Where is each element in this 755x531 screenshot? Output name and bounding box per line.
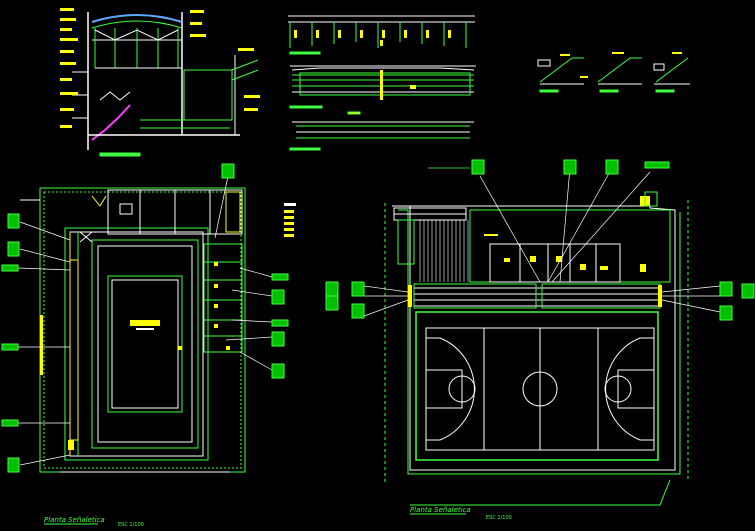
stand-elevation-views <box>288 15 476 151</box>
right-plan-tag-boxes <box>325 159 755 321</box>
right-plan-scale: ESC 1/100 <box>486 515 512 521</box>
left-plan-center-label <box>130 320 160 330</box>
right-plan-title: Planta Señaletica <box>410 506 471 514</box>
right-plan-outline <box>384 196 689 506</box>
basketball-court <box>415 311 659 461</box>
left-plan-outline <box>20 187 246 473</box>
left-plan-tag-boxes <box>1 163 289 473</box>
left-plan-callouts <box>17 175 273 466</box>
left-plan-scale: ESC 1/100 <box>118 522 144 528</box>
left-plan-title: Planta Señaletica <box>44 516 105 524</box>
right-plan-callouts <box>363 167 721 317</box>
stair-details <box>537 52 690 93</box>
section-annotation-tags <box>60 8 260 128</box>
building-section-elevation <box>72 12 259 157</box>
legend-symbols <box>284 203 296 237</box>
